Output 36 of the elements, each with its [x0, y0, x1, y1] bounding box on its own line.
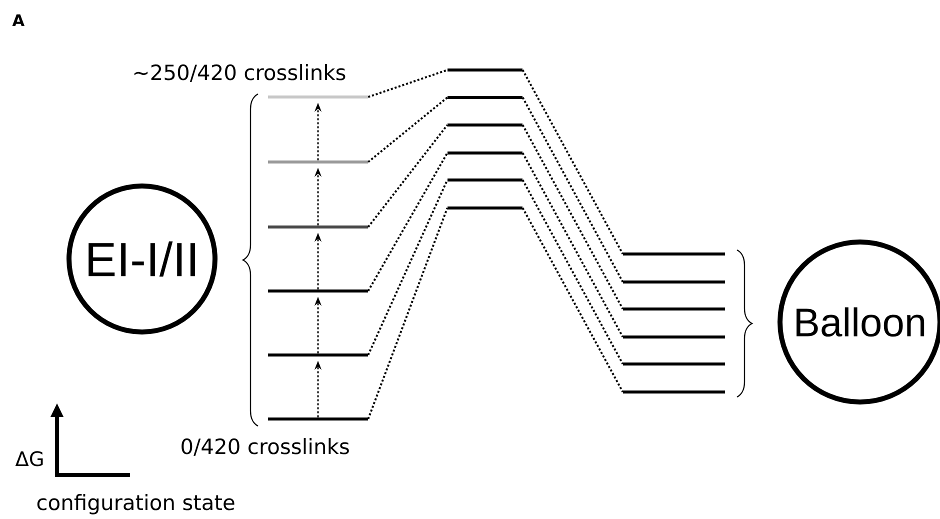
energy-level	[623, 280, 725, 284]
connector-line	[522, 208, 624, 392]
energy-level	[268, 160, 368, 164]
energy-level	[268, 226, 368, 228]
level-label: 0/420 crosslinks	[182, 438, 349, 456]
connector-line	[522, 70, 624, 254]
energy-level	[448, 178, 522, 182]
energy-level	[448, 152, 522, 154]
connector-line	[367, 152, 448, 292]
connector-line	[367, 208, 448, 420]
level-label: ~250/420 crosslinks	[134, 64, 346, 82]
axis-label: ΔG	[15, 451, 43, 466]
energy-level	[623, 362, 725, 366]
connector-line	[367, 180, 448, 356]
energy-level	[623, 336, 725, 338]
connector-line	[368, 96, 448, 163]
connector-line	[367, 124, 448, 228]
energy-level	[448, 68, 522, 72]
energy-level	[623, 252, 725, 256]
connector-line	[522, 152, 624, 338]
energy-level	[448, 124, 522, 126]
panel-letter: A	[12, 14, 24, 26]
energy-level	[268, 290, 368, 292]
axis-label: configuration state	[37, 494, 234, 514]
energy-level	[623, 308, 725, 310]
energy-level	[268, 354, 368, 356]
energy-level	[448, 206, 522, 210]
energy-level	[268, 96, 368, 98]
connector-line	[522, 124, 624, 310]
energy-level	[623, 390, 725, 394]
energy-level	[268, 418, 368, 420]
connector-line	[522, 180, 624, 364]
connector-line	[368, 69, 448, 98]
circle-node: EI-I/II	[66, 184, 218, 334]
energy-level	[448, 96, 522, 99]
connector-line	[522, 97, 624, 282]
